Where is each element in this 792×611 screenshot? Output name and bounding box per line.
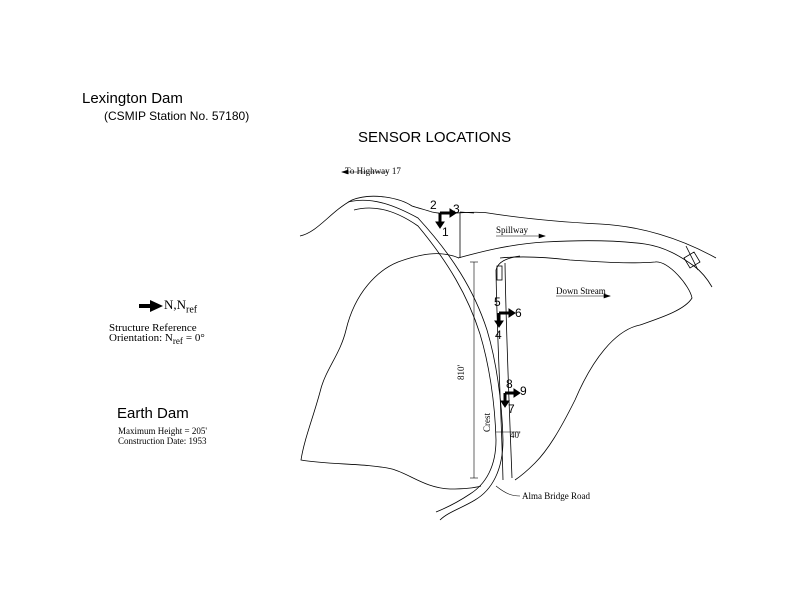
sensor-6-label: 6 (515, 306, 522, 320)
reference-label-sub: ref (186, 304, 198, 316)
reference-orientation-prefix: Orientation: N (109, 332, 173, 344)
spillway-lower-outline (457, 240, 713, 288)
sensor-2-label: 2 (430, 198, 437, 212)
reference-line-1: Structure Reference (109, 322, 197, 334)
to-highway-label: To Highway 17 (345, 166, 401, 176)
width-dimension-label: 40' (510, 430, 521, 440)
reference-orientation-sub: ref (172, 336, 183, 347)
down-stream-label: Down Stream (556, 286, 606, 296)
spillway-label: Spillway (496, 225, 529, 235)
construction-date: Construction Date: 1953 (118, 436, 207, 446)
dam-title: Lexington Dam (82, 90, 183, 107)
sensor-6-arrow-icon (508, 308, 516, 318)
length-dimension-label: 810' (456, 365, 466, 381)
reference-line-2: Orientation: Nref= 0° (109, 332, 205, 346)
sensor-9-label: 9 (520, 384, 527, 398)
sensor-4-label: 4 (495, 328, 502, 342)
reference-orientation-value: = 0° (185, 332, 205, 344)
sensor-7-arrow-icon (500, 400, 510, 408)
sensor-1-label: 1 (442, 225, 449, 239)
sensor-group-1 (435, 208, 457, 229)
dam-crest-right (504, 262, 513, 479)
north-reference-arrow-icon (138, 299, 164, 318)
spillway-arrow-icon (538, 233, 546, 239)
spillway-end-structure (683, 251, 701, 269)
sensor-8-label: 8 (506, 377, 513, 391)
crest-label: Crest (482, 413, 492, 432)
sensor-3-arrow-icon (449, 208, 457, 218)
reservoir-boundary (300, 253, 482, 490)
section-title: SENSOR LOCATIONS (358, 129, 512, 146)
sensor-5-label: 5 (494, 295, 501, 309)
down-stream-arrow-icon (603, 293, 611, 299)
downstream-boundary (499, 256, 693, 481)
structure-name: Earth Dam (117, 405, 189, 422)
crest-structure (496, 265, 503, 281)
sensor-3-label: 3 (453, 202, 460, 216)
alma-road-leader (495, 485, 521, 497)
spillway-end-line (685, 245, 699, 271)
sensor-9-arrow-icon (513, 388, 521, 398)
sensor-group-3 (500, 388, 521, 408)
sensor-7-label: 7 (508, 402, 515, 416)
alma-road-label: Alma Bridge Road (522, 491, 590, 501)
sensor-4-arrow-icon (494, 320, 504, 328)
crest-top-edge (495, 255, 521, 271)
station-number: (CSMIP Station No. 57180) (104, 109, 250, 123)
road-edge-left (347, 199, 504, 521)
to-highway-arrow-icon (341, 169, 349, 175)
spillway-gate-top (459, 211, 475, 214)
reference-label: N,Nref (164, 297, 197, 316)
sensor-group-2 (494, 308, 516, 328)
dam-crest-left (495, 269, 504, 481)
road-edge-right (353, 207, 497, 513)
reference-label-text: N,N (164, 297, 187, 312)
max-height: Maximum Height = 205' (118, 426, 207, 436)
sensor-1-arrow-icon (435, 221, 445, 229)
